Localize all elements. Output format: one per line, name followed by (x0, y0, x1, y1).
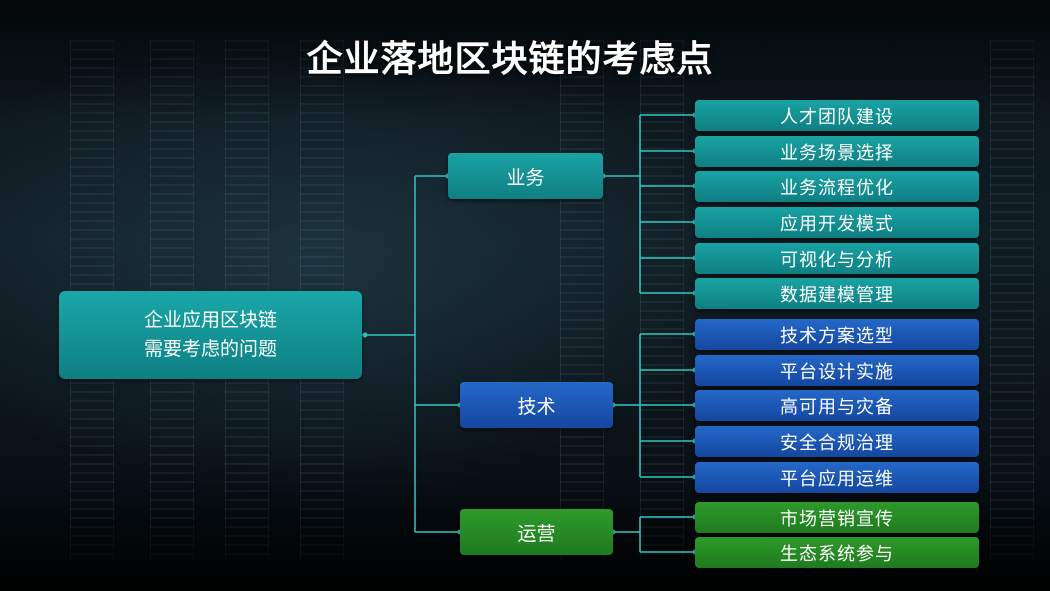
leaf-node-business: 人才团队建设 (695, 100, 979, 131)
branch-node-tech: 技术 (460, 382, 613, 428)
leaf-node-business: 应用开发模式 (695, 207, 979, 238)
background-rack (990, 40, 1034, 560)
leaf-node-tech: 安全合规治理 (695, 426, 979, 457)
leaf-node-ops: 市场营销宣传 (695, 502, 979, 533)
leaf-node-business: 业务场景选择 (695, 136, 979, 167)
leaf-node-business: 可视化与分析 (695, 243, 979, 274)
leaf-node-tech: 平台设计实施 (695, 355, 979, 386)
branch-node-business: 业务 (448, 153, 603, 199)
connector-dot (362, 332, 368, 338)
background-rack (640, 40, 684, 560)
leaf-node-tech: 高可用与灾备 (695, 390, 979, 421)
leaf-node-ops: 生态系统参与 (695, 537, 979, 568)
leaf-node-business: 业务流程优化 (695, 171, 979, 202)
root-node-line2: 需要考虑的问题 (143, 338, 277, 360)
connector-group (362, 114, 695, 553)
root-node-line1: 企业应用区块链 (143, 309, 277, 331)
leaf-node-business: 数据建模管理 (695, 278, 979, 309)
leaf-node-tech: 平台应用运维 (695, 462, 979, 493)
branch-node-ops: 运营 (460, 509, 613, 555)
slide-title: 企业落地区块链的考虑点 (306, 39, 714, 80)
background-rack (560, 40, 604, 560)
leaf-node-tech: 技术方案选型 (695, 319, 979, 350)
root-node: 企业应用区块链 需要考虑的问题 (59, 291, 362, 379)
